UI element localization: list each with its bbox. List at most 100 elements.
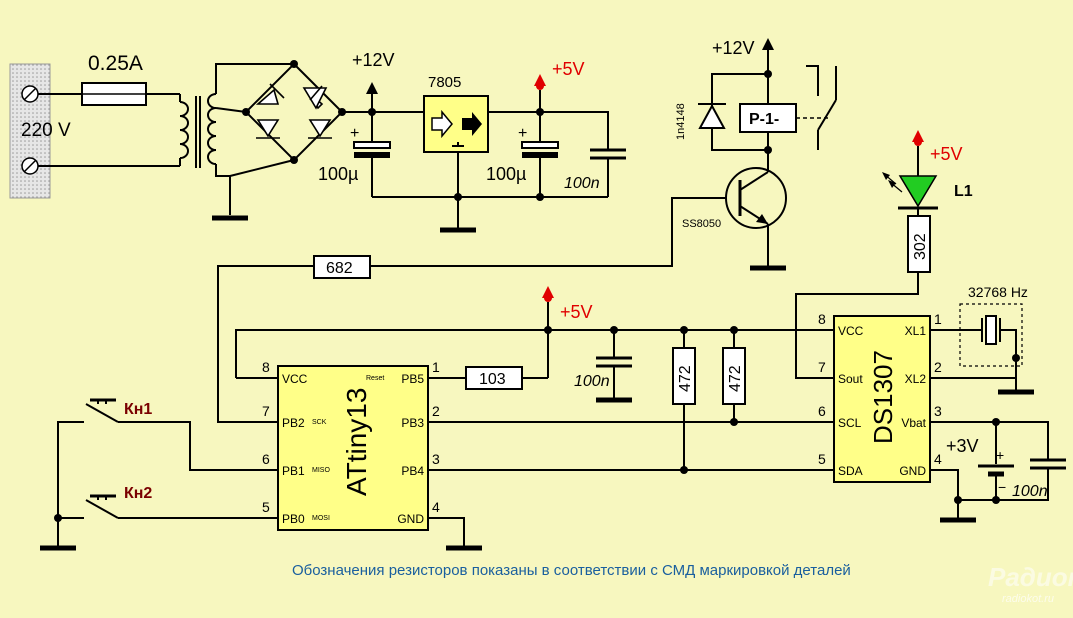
regulator-label: 7805 bbox=[428, 74, 461, 91]
relay-contacts bbox=[806, 65, 837, 150]
crystal-32768 bbox=[930, 315, 1017, 358]
button-kn1-label: Кн1 bbox=[124, 401, 152, 418]
mcu-pin-name: PB1 bbox=[282, 464, 305, 478]
capacitor-c4-value: 100n bbox=[574, 373, 610, 390]
resistor-472-sda: 472 bbox=[722, 330, 746, 422]
rtc-pin-number: 2 bbox=[934, 359, 942, 375]
transformer bbox=[179, 63, 294, 221]
mcu-pin-number: 3 bbox=[432, 451, 440, 467]
mcu-pin-name: PB5 bbox=[401, 372, 424, 386]
relay-coil: P-1- bbox=[739, 103, 830, 160]
svg-text:472: 472 bbox=[727, 365, 744, 392]
battery-voltage-label: +3V bbox=[946, 436, 979, 456]
svg-text:682: 682 bbox=[326, 260, 353, 277]
resistor-682: 682 bbox=[313, 255, 371, 279]
capacitor-c4: 100n bbox=[574, 330, 632, 398]
capacitor-c5-value: 100n bbox=[1012, 483, 1048, 500]
button-kn1: Кн1 bbox=[57, 398, 278, 518]
svg-text:−: − bbox=[998, 479, 1006, 495]
capacitor-c3: 100n bbox=[540, 111, 626, 197]
rtc-pin-name: Vbat bbox=[901, 416, 926, 430]
rail-label-5v-logic: +5V bbox=[560, 302, 593, 322]
capacitor-c2: + 100µ bbox=[486, 112, 559, 197]
supply-arrow-icon bbox=[542, 286, 554, 298]
transistor-label: SS8050 bbox=[682, 218, 721, 230]
rtc-pin-name: XL1 bbox=[905, 324, 927, 338]
bridge-rectifier bbox=[215, 60, 346, 177]
button-kn2-label: Кн2 bbox=[124, 485, 152, 502]
rtc-pin-number: 5 bbox=[818, 451, 826, 467]
svg-text:+: + bbox=[996, 447, 1004, 463]
rtc-pin-name: XL2 bbox=[905, 372, 927, 386]
supply-arrow-icon bbox=[534, 74, 546, 86]
resistor-103: 103 bbox=[428, 366, 548, 390]
svg-text:103: 103 bbox=[479, 371, 506, 388]
resistor-302: 302 bbox=[907, 215, 931, 273]
mcu-pin-function: Reset bbox=[366, 375, 384, 382]
mcu-pin-number: 5 bbox=[262, 499, 270, 515]
rtc-pin-name: SCL bbox=[838, 416, 862, 430]
rtc-pin-number: 4 bbox=[934, 451, 942, 467]
rail-label-12v: +12V bbox=[352, 50, 395, 70]
rtc-pin-name: Sout bbox=[838, 372, 863, 386]
mcu-pin-number: 1 bbox=[432, 359, 440, 375]
mains-voltage-label: 220 V bbox=[21, 120, 71, 141]
mains-terminal-block: 220 V bbox=[9, 63, 71, 199]
mcu-pin-name: VCC bbox=[282, 372, 308, 386]
rail-label-12v-relay: +12V bbox=[712, 38, 755, 58]
rtc-pin-name: VCC bbox=[838, 324, 864, 338]
rtc-pin-number: 6 bbox=[818, 403, 826, 419]
mcu-pin-number: 7 bbox=[262, 403, 270, 419]
footnote: Обозначения резисторов показаны в соотве… bbox=[292, 562, 851, 579]
mcu-pin-number: 4 bbox=[432, 499, 440, 515]
battery: + − bbox=[978, 422, 1014, 500]
rtc-pin-number: 1 bbox=[934, 311, 942, 327]
svg-text:472: 472 bbox=[677, 365, 694, 392]
resistor-472-scl: 472 bbox=[672, 330, 696, 470]
rtc-pin-name: GND bbox=[899, 464, 926, 478]
capacitor-c3-value: 100n bbox=[564, 175, 600, 192]
capacitor-c5: 100n bbox=[958, 458, 1066, 501]
capacitor-c1-value: 100µ bbox=[318, 164, 358, 184]
mcu-pin-function: MOSI bbox=[312, 515, 330, 522]
transistor-ss8050: SS8050 bbox=[682, 160, 787, 266]
button-kn2: Кн2 bbox=[54, 485, 278, 546]
rtc-pin-number: 8 bbox=[818, 311, 826, 327]
mcu-attiny13: ATtiny13 bbox=[277, 365, 429, 531]
fuse: 0.25A bbox=[38, 52, 180, 106]
rtc-pin-name: SDA bbox=[838, 464, 863, 478]
svg-text:+: + bbox=[518, 125, 527, 142]
rail-label-5v: +5V bbox=[552, 59, 585, 79]
mcu-name: ATtiny13 bbox=[341, 388, 372, 496]
rtc-name: DS1307 bbox=[868, 350, 898, 444]
fuse-rating-label: 0.25A bbox=[88, 52, 143, 75]
led-l1: L1 bbox=[882, 172, 973, 210]
crystal-label: 32768 Hz bbox=[968, 284, 1028, 300]
diode-label: 1n4148 bbox=[675, 103, 687, 140]
mcu-pin-name: PB3 bbox=[401, 416, 424, 430]
mcu-pin-name: PB4 bbox=[401, 464, 424, 478]
mcu-pin-number: 2 bbox=[432, 403, 440, 419]
mcu-pin-name: PB2 bbox=[282, 416, 305, 430]
watermark-logo: Радиокот bbox=[988, 562, 1073, 592]
regulator-7805: 7805 bbox=[423, 74, 489, 153]
rtc-pin-number: 3 bbox=[934, 403, 942, 419]
mcu-pin-name: GND bbox=[397, 512, 424, 526]
supply-arrow-icon bbox=[762, 38, 774, 50]
relay-label: P-1- bbox=[749, 111, 779, 128]
led-label: L1 bbox=[954, 183, 973, 200]
rail-label-5v-led: +5V bbox=[930, 144, 963, 164]
mcu-pin-number: 6 bbox=[262, 451, 270, 467]
capacitor-c2-value: 100µ bbox=[486, 164, 526, 184]
rtc-ds1307: DS1307 bbox=[833, 315, 931, 483]
supply-arrow-icon bbox=[366, 82, 378, 94]
supply-arrow-icon bbox=[912, 130, 924, 142]
watermark-site: radiokot.ru bbox=[1002, 593, 1054, 605]
svg-text:+: + bbox=[350, 125, 359, 142]
rtc-pin-number: 7 bbox=[818, 359, 826, 375]
mcu-pin-number: 8 bbox=[262, 359, 270, 375]
capacitor-c1: + 100µ bbox=[318, 112, 391, 197]
